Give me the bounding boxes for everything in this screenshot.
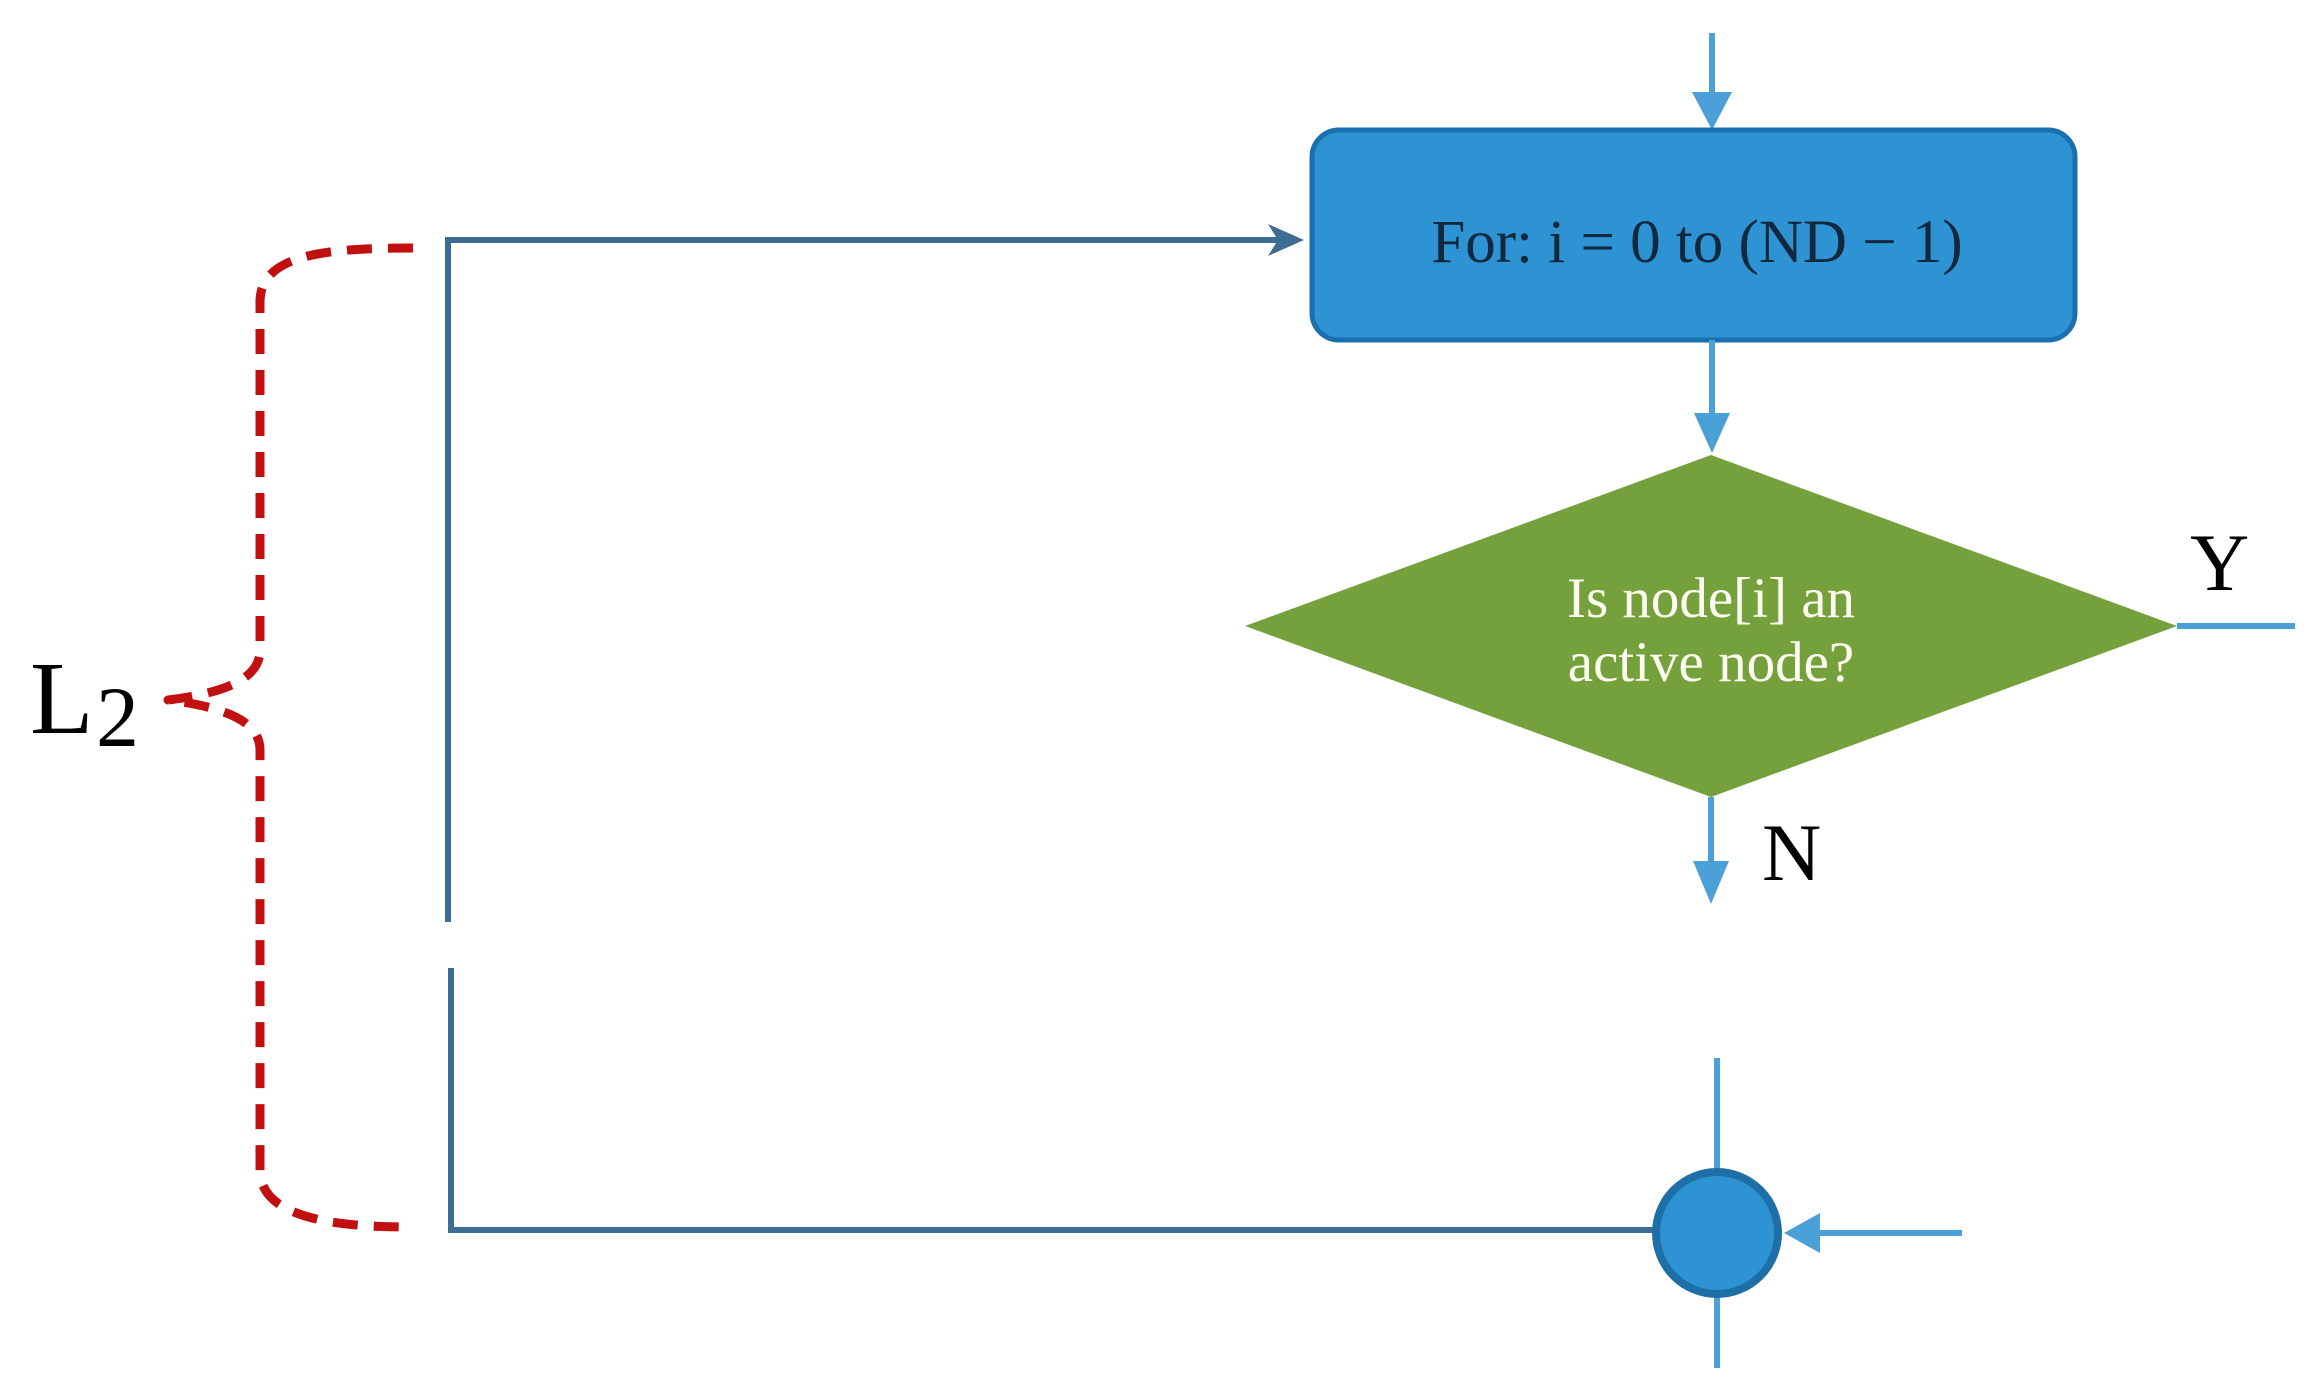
box-to-decision-arrow	[1694, 340, 1730, 453]
loop-extent-brace	[163, 243, 414, 1232]
junction-circle	[1652, 1168, 1782, 1298]
loop-back-connector	[445, 224, 1656, 1233]
loop-label-base: L	[30, 641, 94, 756]
yes-label: Y	[2190, 517, 2249, 608]
decision-diamond	[1245, 455, 2177, 797]
decision-label-line1: Is node[i] an	[1567, 567, 1855, 630]
loop-extent-label: L 2	[30, 641, 139, 765]
decision-label-line2: active node?	[1568, 631, 1854, 694]
yes-branch: Y	[2177, 517, 2295, 629]
entry-arrowhead	[1692, 92, 1732, 130]
no-label: N	[1762, 807, 1821, 898]
for-loop-box	[1309, 127, 2078, 343]
for-loop-node: For: i = 0 to (ND − 1)	[1309, 127, 2078, 343]
loop-back-line-top	[445, 237, 1280, 922]
for-loop-label: For: i = 0 to (ND − 1)	[1431, 209, 1962, 276]
arrowhead-into-for-box	[1268, 224, 1304, 256]
junction-right-arrowhead	[1784, 1213, 1820, 1253]
junction	[1652, 1058, 1962, 1368]
entry-arrow	[1692, 33, 1732, 130]
loop-back-line-bottom	[448, 968, 1656, 1233]
box-to-decision-arrowhead	[1694, 413, 1730, 453]
loop-label-subscript: 2	[96, 669, 139, 765]
decision-node: Is node[i] an active node?	[1245, 455, 2177, 797]
no-branch: N	[1693, 797, 1821, 904]
no-branch-arrowhead	[1693, 861, 1729, 904]
